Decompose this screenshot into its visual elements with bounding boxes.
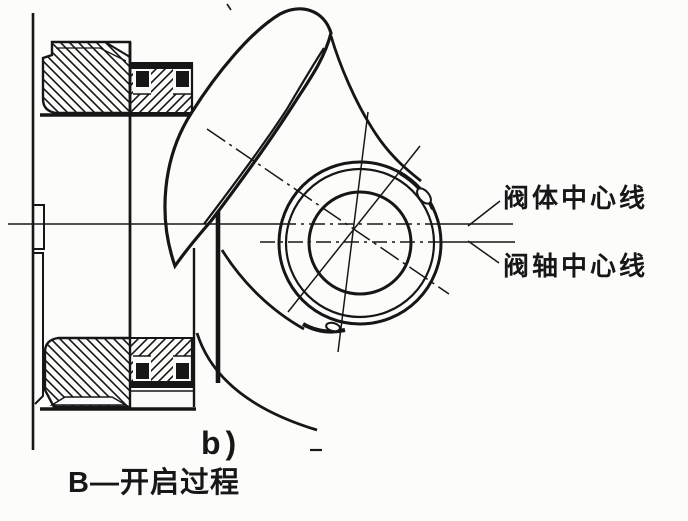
seat-retainer-top-section — [40, 62, 193, 117]
seal-ring-top-right — [176, 71, 189, 87]
tangent-hook-bottom — [325, 321, 341, 333]
subfigure-label: b) — [201, 425, 242, 461]
leader-lines — [467, 200, 501, 264]
seat-retainer-bottom-section — [40, 337, 196, 411]
leader-body-centerline — [467, 200, 501, 227]
center-lines — [8, 111, 515, 353]
body-flange-top-section — [41, 40, 132, 115]
disc-inner-edge — [203, 47, 325, 225]
seal-ring-bottom-right — [176, 363, 189, 379]
tangent-hook-top — [416, 187, 432, 205]
disc-hub-cone — [220, 35, 422, 331]
label-valve-body-centerline: 阀体中心线 — [503, 183, 649, 213]
pipe-wall — [31, 13, 45, 450]
figure-caption: B—开启过程 — [68, 467, 240, 499]
shaft-bore-circle — [307, 190, 413, 296]
shaft-boss — [277, 160, 443, 334]
body-outline-arc — [195, 332, 318, 432]
label-valve-shaft-centerline: 阀轴中心线 — [503, 251, 649, 281]
body-flange-bottom-section — [43, 336, 132, 409]
small-marks — [226, 3, 322, 452]
flange-edges — [128, 42, 221, 407]
valve-disc — [163, 7, 333, 270]
seal-ring-top-left — [136, 71, 149, 87]
seal-ring-bottom-left — [136, 363, 149, 379]
disc-axis-line — [206, 128, 450, 295]
leader-shaft-centerline — [467, 240, 500, 264]
